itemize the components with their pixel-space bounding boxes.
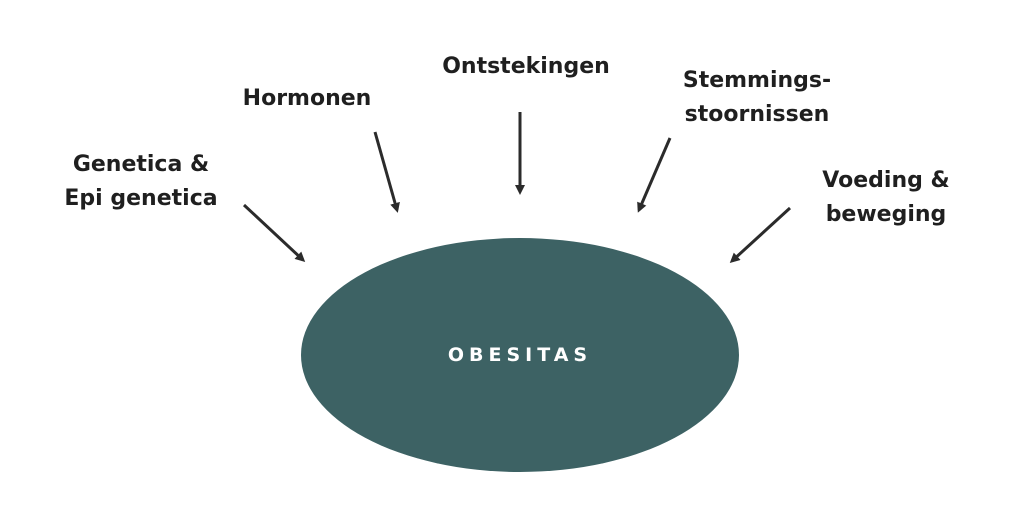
factor-voeding-line2: beweging <box>825 202 947 228</box>
arrow-stemming <box>637 137 672 213</box>
factor-genetica-line1: Genetica & <box>72 152 210 177</box>
factor-voeding: Voeding & beweging <box>822 164 949 232</box>
factor-ontstekingen: Ontstekingen <box>442 50 610 84</box>
arrow-genetica <box>242 203 306 263</box>
factor-hormonen: Hormonen <box>243 82 372 116</box>
factor-stemming-line1: Stemmings- <box>682 68 832 93</box>
factor-stemming-line2: stoornissen <box>684 102 830 128</box>
arrow-voeding <box>729 206 792 264</box>
factor-ontstekingen-line1: Ontstekingen <box>442 54 610 79</box>
factor-genetica: Genetica & Epi genetica <box>64 148 217 216</box>
factor-genetica-line2: Epi genetica <box>64 186 218 212</box>
obesitas-label: OBESITAS <box>447 344 593 366</box>
factor-hormonen-line1: Hormonen <box>242 86 372 111</box>
factor-stemming: Stemmings- stoornissen <box>683 64 831 132</box>
arrow-hormonen <box>373 131 400 213</box>
factor-voeding-line1: Voeding & <box>822 168 950 193</box>
obesitas-ellipse <box>301 238 739 472</box>
